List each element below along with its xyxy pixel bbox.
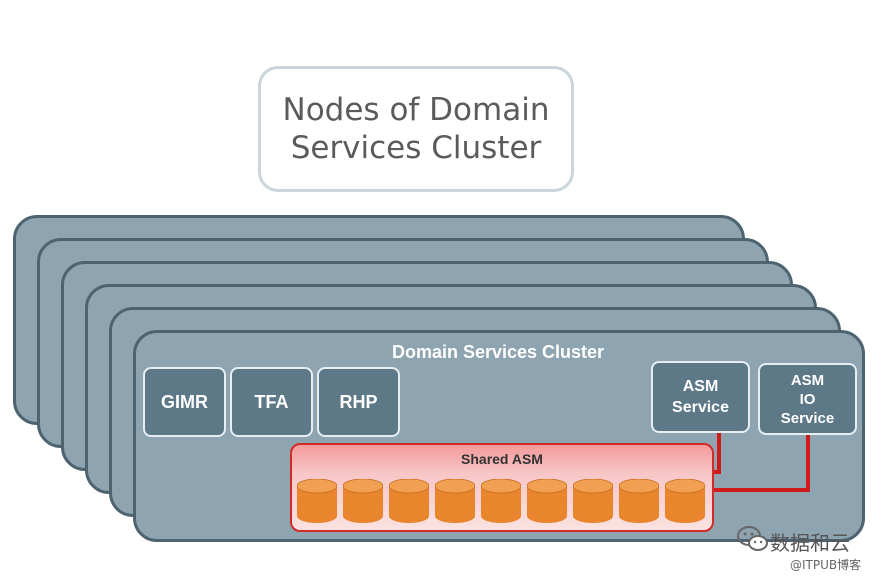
cluster-title: Domain Services Cluster bbox=[391, 342, 605, 362]
disk-icon bbox=[619, 479, 659, 523]
rhp-service: RHP bbox=[317, 367, 400, 437]
disk-icon bbox=[665, 479, 705, 523]
asm-io-service: ASM IO Service bbox=[758, 363, 857, 435]
tfa-service: TFA bbox=[230, 367, 313, 437]
watermark-primary: 数据和云 bbox=[770, 531, 850, 555]
asm-connector-horizontal bbox=[712, 470, 721, 474]
disk-icon bbox=[343, 479, 383, 523]
disk-icon bbox=[435, 479, 475, 523]
asm-io-connector-vertical bbox=[806, 435, 810, 492]
shared-asm-label: Shared ASM bbox=[461, 451, 543, 467]
nodes-title-box: Nodes of Domain Services Cluster bbox=[258, 66, 574, 192]
wechat-icon bbox=[737, 526, 768, 551]
asm-io-connector-horizontal bbox=[712, 488, 810, 492]
asm-service: ASM Service bbox=[651, 361, 750, 433]
disk-icon bbox=[573, 479, 613, 523]
gimr-service: GIMR bbox=[143, 367, 226, 437]
shared-asm: Shared ASM bbox=[290, 443, 714, 532]
disk-icon bbox=[389, 479, 429, 523]
disk-icon bbox=[297, 479, 337, 523]
asm-connector-vertical bbox=[717, 433, 721, 473]
disk-icon bbox=[527, 479, 567, 523]
disk-icon bbox=[481, 479, 521, 523]
watermark-secondary: @ITPUB博客 bbox=[790, 558, 862, 572]
